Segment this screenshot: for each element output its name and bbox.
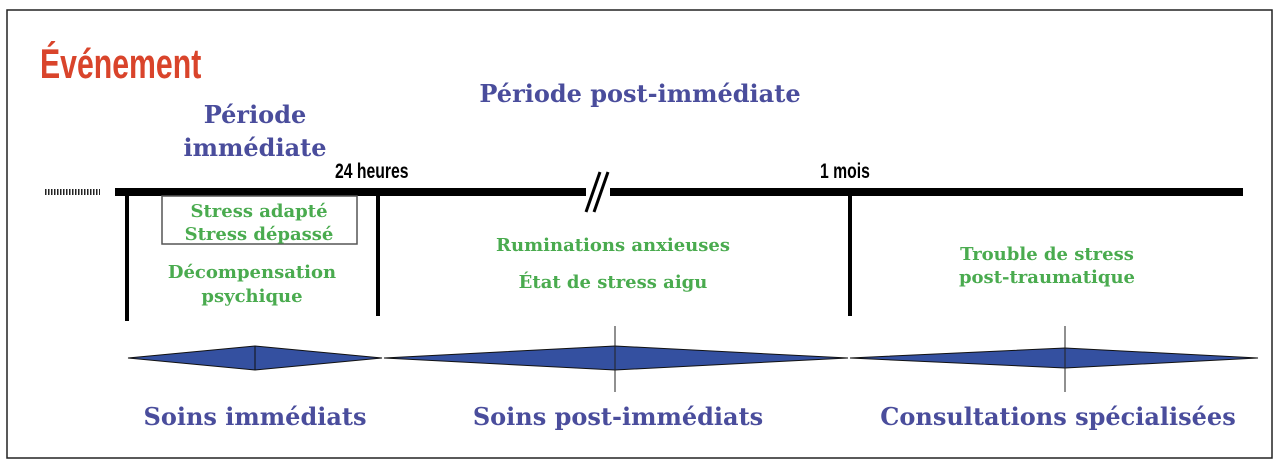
decompensation-line1: Décompensation	[168, 262, 336, 283]
period-immediate-line2: immédiate	[184, 133, 327, 162]
period-immediate-line1: Période	[204, 100, 307, 129]
care-specialized-label: Consultations spécialisées	[880, 402, 1235, 431]
stress-exceeded: Stress dépassé	[185, 224, 334, 245]
stress-adapted: Stress adapté	[190, 201, 327, 222]
marker-1-month: 1 mois	[820, 159, 870, 183]
acute-stress: État de stress aigu	[519, 270, 708, 293]
care-diamond-specialized	[849, 347, 1259, 369]
care-immediate-label: Soins immédiats	[144, 402, 367, 431]
care-diamond-post-immediate	[383, 345, 849, 371]
frame-border	[6, 9, 1273, 459]
time-break-icon	[584, 171, 610, 213]
decompensation-line2: psychique	[201, 286, 302, 307]
period-post-immediate: Période post-immédiate	[479, 79, 800, 108]
ptsd-line1: Trouble de stress	[960, 244, 1134, 265]
ruminations: Ruminations anxieuses	[496, 235, 730, 256]
care-post-immediate-label: Soins post-immédiats	[473, 402, 763, 431]
event-title: Événement	[40, 40, 201, 87]
stress-box	[161, 195, 358, 245]
marker-24h: 24 heures	[335, 159, 408, 183]
ptsd-line2: post-traumatique	[959, 267, 1135, 288]
